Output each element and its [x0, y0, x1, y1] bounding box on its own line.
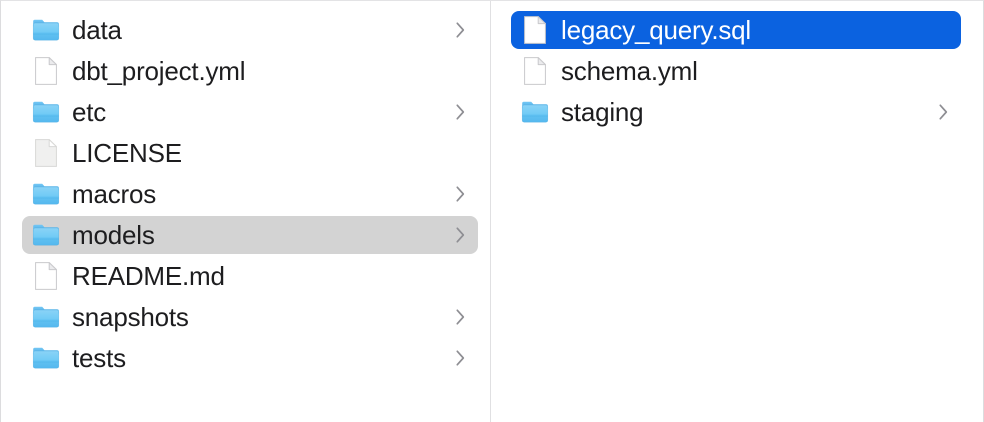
- finder-column-parent[interactable]: data dbt_project.yml: [1, 1, 491, 422]
- folder-row[interactable]: data: [22, 11, 478, 49]
- finder-column-child[interactable]: legacy_query.sql schema.yml: [491, 1, 983, 422]
- chevron-right-icon[interactable]: [453, 19, 467, 41]
- chevron-right-icon[interactable]: [453, 306, 467, 328]
- file-row[interactable]: legacy_query.sql: [511, 11, 961, 49]
- folder-row[interactable]: macros: [22, 175, 478, 213]
- folder-row[interactable]: models: [22, 216, 478, 254]
- file-row[interactable]: README.md: [22, 257, 478, 295]
- item-label: staging: [561, 97, 644, 127]
- folder-row[interactable]: snapshots: [22, 298, 478, 336]
- file-row[interactable]: dbt_project.yml: [22, 52, 478, 90]
- chevron-right-icon[interactable]: [453, 347, 467, 369]
- item-label: data: [72, 15, 122, 45]
- chevron-right-icon[interactable]: [453, 101, 467, 123]
- chevron-right-icon[interactable]: [453, 224, 467, 246]
- item-label: snapshots: [72, 302, 189, 332]
- item-label: etc: [72, 97, 107, 127]
- document-icon: [32, 56, 60, 86]
- folder-icon: [32, 97, 60, 127]
- file-row[interactable]: LICENSE: [22, 134, 478, 172]
- folder-row[interactable]: staging: [511, 93, 961, 131]
- document-icon: [32, 261, 60, 291]
- file-row[interactable]: schema.yml: [511, 52, 961, 90]
- folder-icon: [32, 343, 60, 373]
- item-label: dbt_project.yml: [72, 56, 246, 86]
- folder-row[interactable]: tests: [22, 339, 478, 377]
- item-label: legacy_query.sql: [561, 15, 751, 45]
- chevron-right-icon[interactable]: [936, 101, 950, 123]
- item-label: schema.yml: [561, 56, 698, 86]
- item-label: LICENSE: [72, 138, 182, 168]
- folder-icon: [32, 15, 60, 45]
- document-gray-icon: [32, 138, 60, 168]
- item-label: macros: [72, 179, 157, 209]
- folder-icon: [32, 179, 60, 209]
- item-label: README.md: [72, 261, 225, 291]
- folder-icon: [521, 97, 549, 127]
- document-icon: [521, 15, 549, 45]
- folder-icon: [32, 302, 60, 332]
- item-label: models: [72, 220, 155, 250]
- chevron-right-icon[interactable]: [453, 183, 467, 205]
- folder-icon: [32, 220, 60, 250]
- item-label: tests: [72, 343, 126, 373]
- document-icon: [521, 56, 549, 86]
- folder-row[interactable]: etc: [22, 93, 478, 131]
